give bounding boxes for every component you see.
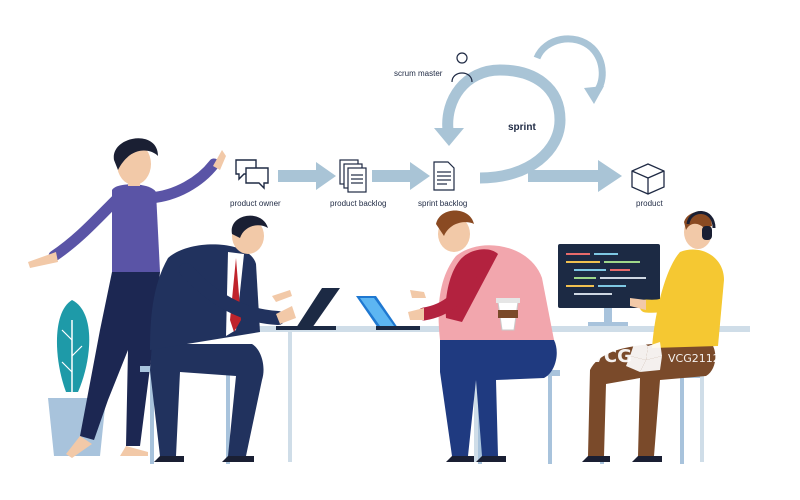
sprint-loop-arrowhead	[434, 128, 464, 146]
sprint-backlog-label: sprint backlog	[418, 199, 467, 208]
arrow-owner-to-backlog	[278, 162, 336, 190]
watermark-brand: VCG	[590, 346, 632, 367]
arrow-backlog-to-sprint-backlog	[372, 162, 430, 190]
man-in-suit	[140, 215, 296, 464]
speech-bubbles-icon	[235, 159, 269, 190]
arrow-sprint-to-product	[528, 160, 622, 192]
product-backlog-label: product backlog	[330, 199, 386, 208]
coffee-cup	[496, 298, 520, 331]
laptop-2	[356, 296, 420, 330]
camera-logo-icon	[626, 338, 662, 372]
cube-icon	[631, 163, 665, 195]
daily-loop-arrowhead	[584, 86, 604, 104]
watermark: VCG VCG211237824247	[590, 338, 776, 372]
daily-loop-arrow	[533, 35, 606, 95]
man-with-headphones	[582, 211, 724, 464]
document-stack-icon	[339, 159, 367, 193]
woman-standing	[28, 138, 226, 458]
product-owner-label: product owner	[230, 199, 281, 208]
sprint-label: sprint	[508, 122, 536, 133]
man-in-pink-shirt	[408, 210, 560, 464]
person-outline-icon	[451, 52, 473, 83]
watermark-code: VCG211237824247	[668, 352, 776, 365]
product-label: product	[636, 199, 663, 208]
scrum-master-label: scrum master	[394, 69, 443, 78]
sprint-loop-arrow	[442, 64, 566, 184]
document-icon	[433, 161, 455, 191]
laptop-1	[276, 288, 340, 330]
code-monitor	[558, 244, 660, 326]
